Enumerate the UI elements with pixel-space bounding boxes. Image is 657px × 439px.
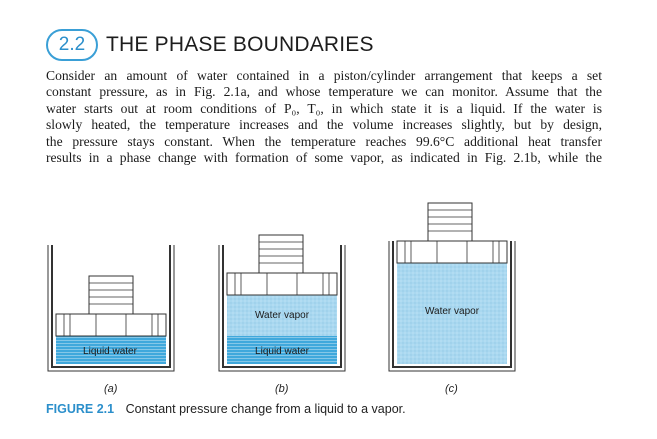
fluid-label: Liquid water (255, 346, 310, 357)
weight-stack (427, 202, 473, 242)
paragraph-line: constant pressure, as in Fig. 2.1a, and … (46, 84, 602, 100)
piston (396, 240, 508, 264)
panel-label-a: (a) (104, 383, 118, 395)
section-number-badge: 2.2 (46, 29, 98, 61)
paragraph-line: water starts out at room conditions of P… (46, 100, 602, 116)
panel-label-b: (b) (275, 383, 289, 395)
panel-a: Liquid water (47, 245, 175, 372)
panel-b: Water vapor Liquid water (218, 234, 346, 372)
piston (226, 272, 338, 296)
liquid-texture (56, 336, 166, 364)
figure-caption-text: Constant pressure change from a liquid t… (125, 402, 406, 416)
paragraph-line: Consider an amount of water contained in… (46, 68, 602, 83)
panel-c: Water vapor (388, 202, 516, 372)
fluid-label: Liquid water (83, 346, 138, 357)
paragraph-line: results in a phase change with formation… (46, 150, 602, 166)
figure-caption: FIGURE 2.1 Constant pressure change from… (46, 402, 406, 416)
cylinder-wall (51, 245, 171, 368)
cylinder-wall (222, 245, 342, 368)
weight-stack (258, 234, 304, 274)
piston (55, 313, 167, 337)
weight-stack (88, 275, 134, 315)
fluid-label: Water vapor (255, 310, 310, 321)
body-paragraph: Consider an amount of water contained in… (46, 68, 602, 166)
paragraph-line: slowly heated, the temperature increases… (46, 117, 602, 133)
cylinder-wall (392, 241, 512, 368)
figure-number: FIGURE 2.1 (46, 402, 115, 416)
section-title: THE PHASE BOUNDARIES (106, 33, 374, 56)
section-header: 2.2 THE PHASE BOUNDARIES (46, 27, 374, 63)
fluid-label: Water vapor (425, 306, 480, 317)
panel-label-c: (c) (445, 383, 458, 395)
paragraph-line: the pressure stays constant. When the te… (46, 133, 602, 149)
